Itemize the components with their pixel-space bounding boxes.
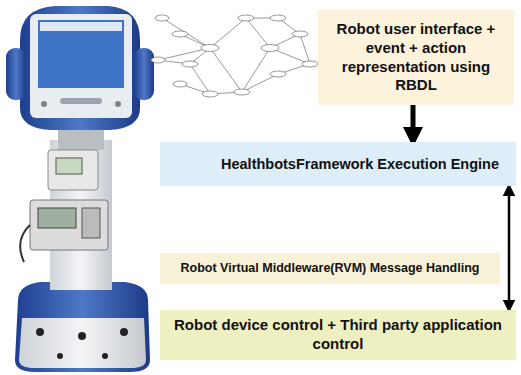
robot-illustration	[0, 0, 162, 375]
middleware-band: Robot Virtual Middleware(RVM) Message Ha…	[160, 253, 500, 284]
interface-box: Robot user interface + event + action re…	[318, 10, 514, 105]
node-label: Robot Virtual Middleware(RVM) Message Ha…	[181, 261, 480, 277]
node-label: HealthbotsFramework Execution Engine	[221, 155, 499, 173]
flow-arrow	[508, 186, 511, 310]
graph-illustration	[150, 4, 320, 104]
node-label: Robot device control + Third party appli…	[168, 316, 508, 354]
device-control-band: Robot device control + Third party appli…	[160, 310, 516, 360]
engine-band: HealthbotsFramework Execution Engine	[160, 142, 516, 186]
flow-arrow	[411, 105, 416, 142]
node-label: Robot user interface + event + action re…	[328, 20, 504, 95]
